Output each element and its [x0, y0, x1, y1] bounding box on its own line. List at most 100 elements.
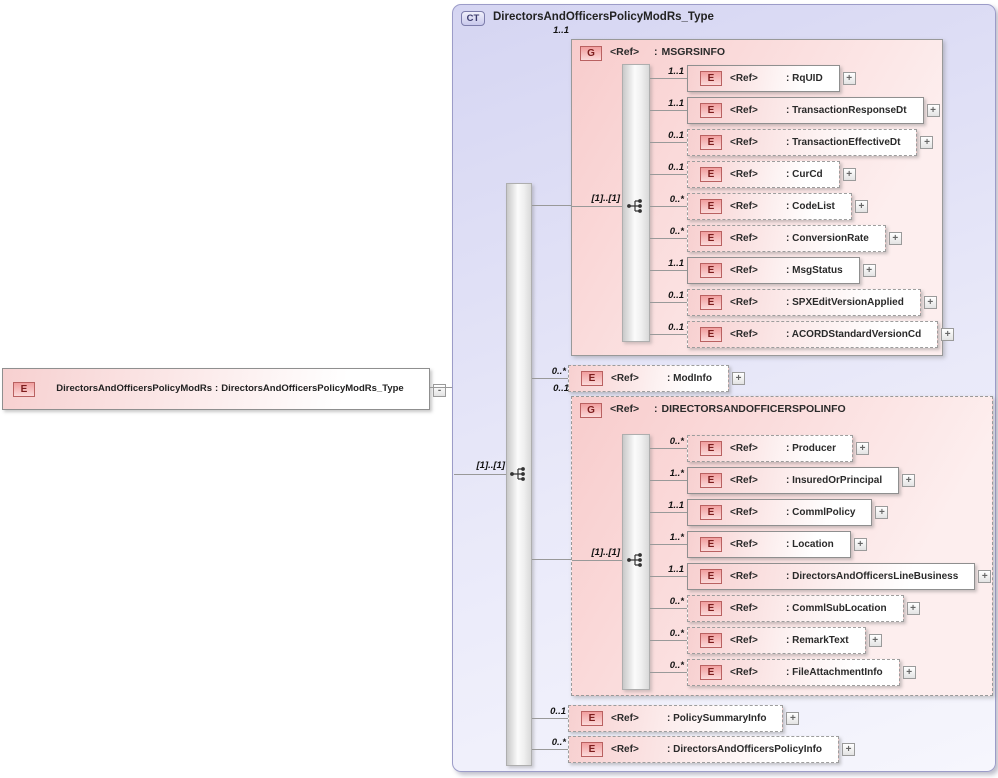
element-node-msgstatus[interactable]: E<Ref>: MsgStatus+: [687, 257, 876, 284]
expand-icon[interactable]: +: [856, 442, 870, 455]
element-node-conversionrate[interactable]: E<Ref>: ConversionRate+: [687, 225, 902, 252]
root-element-box[interactable]: E DirectorsAndOfficersPolicyModRs:Direct…: [2, 368, 446, 410]
element-node-transactioneffectivedt[interactable]: E<Ref>: TransactionEffectiveDt+: [687, 129, 934, 156]
element-badge: E: [700, 327, 722, 342]
element-badge: E: [700, 633, 722, 648]
ref-keyword: <Ref>: [611, 744, 639, 755]
connector-line: [650, 78, 687, 79]
expand-icon[interactable]: +: [923, 296, 937, 309]
element-node-producer[interactable]: E<Ref>: Producer+: [687, 435, 870, 462]
expand-icon[interactable]: +: [902, 474, 916, 487]
ref-keyword: <Ref>: [730, 201, 758, 212]
collapse-icon[interactable]: -: [433, 384, 446, 397]
complex-type-badge: CT: [461, 11, 485, 26]
element-row-codelist: 0..* E<Ref>: CodeList+: [650, 193, 868, 220]
expand-icon[interactable]: +: [926, 104, 940, 117]
element-row-msgstatus: 1..1 E<Ref>: MsgStatus+: [650, 257, 876, 284]
element-badge: E: [700, 231, 722, 246]
expand-icon[interactable]: +: [906, 602, 920, 615]
element-badge: E: [700, 441, 722, 456]
element-row-policysummaryinfo: 0..1 E<Ref>: PolicySummaryInfo+: [532, 705, 800, 732]
element-node-transactionresponsedt[interactable]: E<Ref>: TransactionResponseDt+: [687, 97, 940, 124]
ref-keyword: <Ref>: [730, 667, 758, 678]
element-row-location: 1..* E<Ref>: Location+: [650, 531, 867, 558]
element-node-commlpolicy[interactable]: E<Ref>: CommlPolicy+: [687, 499, 889, 526]
element-badge: E: [700, 537, 722, 552]
element-node-curcd[interactable]: E<Ref>: CurCd+: [687, 161, 856, 188]
expand-icon[interactable]: +: [842, 743, 856, 756]
connector-line: [650, 238, 687, 239]
group-node-msgrsinfo[interactable]: G <Ref> : MSGRSINFO [1]..[1] 1..1 E<Ref>…: [571, 39, 955, 356]
ref-keyword: <Ref>: [730, 475, 758, 486]
connector-line: [650, 270, 687, 271]
element-node-codelist[interactable]: E<Ref>: CodeList+: [687, 193, 868, 220]
occurrence-label: [1]..[1]: [591, 547, 621, 558]
connector-line: [650, 110, 687, 111]
element-node-insuredorprincipal[interactable]: E<Ref>: InsuredOrPrincipal+: [687, 467, 916, 494]
element-badge: E: [700, 263, 722, 278]
element-badge: E: [581, 742, 603, 757]
sequence-icon[interactable]: [509, 466, 529, 482]
element-node-commlsublocation[interactable]: E<Ref>: CommlSubLocation+: [687, 595, 920, 622]
complex-type-title: DirectorsAndOfficersPolicyModRs_Type: [493, 11, 714, 23]
element-badge: E: [700, 295, 722, 310]
element-node-directorsandofficerspolicyinfo[interactable]: E<Ref>: DirectorsAndOfficersPolicyInfo+: [568, 736, 856, 763]
connector-line: [454, 474, 509, 475]
sequence-icon[interactable]: [626, 552, 646, 568]
element-row-commlpolicy: 1..1 E<Ref>: CommlPolicy+: [650, 499, 889, 526]
element-node-rquid[interactable]: E<Ref>: RqUID+: [687, 65, 856, 92]
expand-icon[interactable]: +: [853, 538, 867, 551]
ref-keyword: <Ref>: [730, 233, 758, 244]
element-node-acordstandardversioncd[interactable]: E<Ref>: ACORDStandardVersionCd+: [687, 321, 955, 348]
expand-icon[interactable]: +: [862, 264, 876, 277]
expand-icon[interactable]: +: [941, 328, 955, 341]
element-label: : RemarkText: [786, 635, 849, 646]
expand-icon[interactable]: +: [978, 570, 992, 583]
element-node-remarktext[interactable]: E <Ref> : RemarkText +: [687, 627, 882, 654]
cardinality-label: 1..1: [668, 564, 684, 575]
ref-keyword: <Ref>: [730, 635, 758, 646]
connector-line: [532, 749, 568, 750]
connector-line: [650, 544, 687, 545]
connector-line: [650, 142, 687, 143]
element-label: : Location: [786, 539, 834, 550]
expand-icon[interactable]: +: [902, 666, 916, 679]
element-row-producer: 0..* E<Ref>: Producer+: [650, 435, 870, 462]
cardinality-label: 1..*: [669, 532, 684, 543]
element-node-location[interactable]: E<Ref>: Location+: [687, 531, 867, 558]
element-row-directorsandofficerspolicyinfo: 0..* E<Ref>: DirectorsAndOfficersPolicyI…: [532, 736, 856, 763]
connector-line: [532, 559, 571, 560]
group-node-directorsandofficerspolinfo[interactable]: G <Ref> : DIRECTORSANDOFFICERSPOLINFO [1…: [571, 396, 993, 696]
expand-icon[interactable]: +: [731, 372, 745, 385]
expand-icon[interactable]: +: [875, 506, 889, 519]
expand-icon[interactable]: +: [868, 634, 882, 647]
expand-icon[interactable]: +: [920, 136, 934, 149]
cardinality-label: 0..1: [668, 322, 684, 333]
group-name-colon: :: [654, 46, 658, 58]
element-node-fileattachmentinfo[interactable]: E<Ref>: FileAttachmentInfo+: [687, 659, 916, 686]
element-node-policysummaryinfo[interactable]: E<Ref>: PolicySummaryInfo+: [568, 705, 800, 732]
connector-line: [650, 206, 687, 207]
connector-line: [572, 560, 622, 561]
root-element-label: DirectorsAndOfficersPolicyModRs:Director…: [35, 383, 425, 395]
element-node-modinfo[interactable]: E<Ref>: ModInfo+: [568, 365, 745, 392]
element-row-transactionresponsedt: 1..1 E<Ref>: TransactionResponseDt+: [650, 97, 940, 124]
connector-line: [532, 718, 568, 719]
complex-type-container[interactable]: CT DirectorsAndOfficersPolicyModRs_Type …: [452, 4, 996, 772]
ref-keyword: <Ref>: [730, 169, 758, 180]
expand-icon[interactable]: +: [842, 72, 856, 85]
ref-keyword: <Ref>: [610, 403, 640, 415]
expand-icon[interactable]: +: [786, 712, 800, 725]
expand-icon[interactable]: +: [888, 232, 902, 245]
expand-icon[interactable]: +: [854, 200, 868, 213]
element-node-directorsandofficerslinebusiness[interactable]: E<Ref>: DirectorsAndOfficersLineBusiness…: [687, 563, 992, 590]
expand-icon[interactable]: +: [842, 168, 856, 181]
connector-line: [650, 640, 687, 641]
cardinality-label: 0..1: [550, 706, 566, 717]
element-label: : CommlSubLocation: [786, 603, 887, 614]
connector-line: [572, 206, 622, 207]
element-node-spxeditversionapplied[interactable]: E<Ref>: SPXEditVersionApplied+: [687, 289, 937, 316]
sequence-icon[interactable]: [626, 198, 646, 214]
ref-keyword: <Ref>: [730, 73, 758, 84]
